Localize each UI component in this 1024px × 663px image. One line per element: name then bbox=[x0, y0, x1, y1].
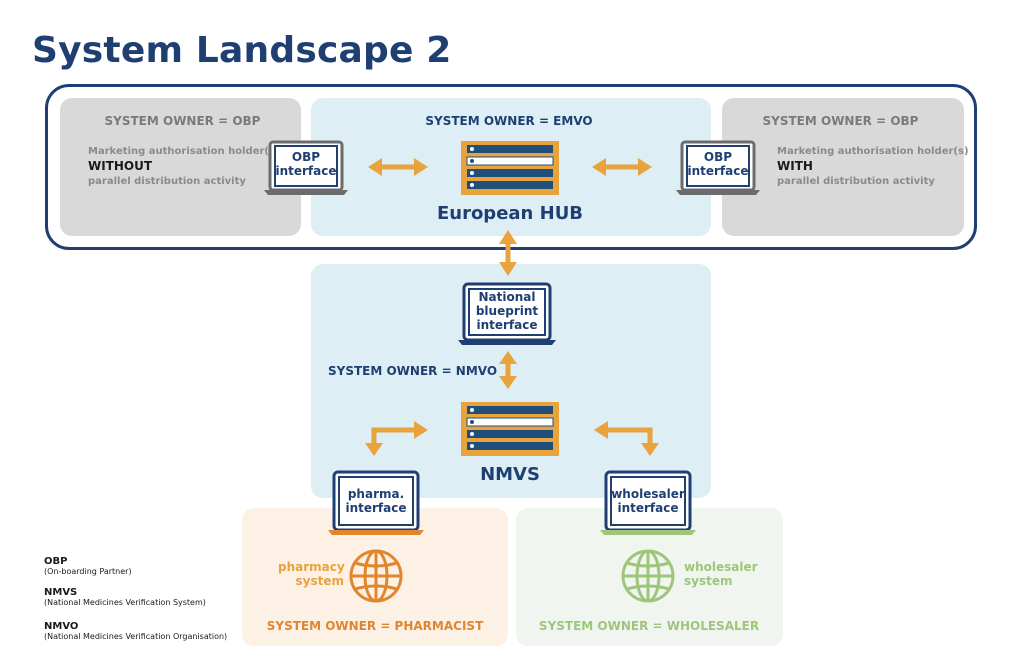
pharma-interface-label: pharma.interface bbox=[345, 487, 407, 515]
panel-obp-without bbox=[60, 98, 301, 236]
laptop-icon bbox=[264, 140, 348, 195]
panel-obp-with bbox=[722, 98, 964, 236]
server-icon bbox=[461, 141, 559, 195]
legend-nmvo-abbr: NMVO bbox=[44, 621, 79, 632]
owner-label-nmvo: SYSTEM OWNER = NMVO bbox=[328, 364, 498, 378]
legend-nmvs-full: (National Medicines Verification System) bbox=[44, 598, 206, 607]
mah-label-right: Marketing authorisation holder(s) bbox=[777, 146, 969, 157]
eu-level-frame bbox=[45, 84, 977, 250]
laptop-icon bbox=[676, 140, 760, 195]
mah-without: WITHOUT bbox=[88, 159, 153, 173]
mah-activity-right: parallel distribution activity bbox=[777, 176, 935, 187]
owner-label-obp-right: SYSTEM OWNER = OBP bbox=[762, 114, 919, 128]
nmvs-label: NMVS bbox=[480, 464, 540, 485]
owner-label-emvo: SYSTEM OWNER = EMVO bbox=[425, 114, 593, 128]
laptop-icon bbox=[458, 282, 556, 345]
mah-activity-left: parallel distribution activity bbox=[88, 176, 246, 187]
owner-label-pharmacist: SYSTEM OWNER = PHARMACIST bbox=[266, 619, 484, 633]
laptop-icon bbox=[600, 470, 696, 535]
mah-with: WITH bbox=[777, 159, 813, 173]
legend-obp-full: (On-boarding Partner) bbox=[44, 567, 132, 576]
mah-label-left: Marketing authorisation holder(s) bbox=[88, 146, 280, 157]
european-hub-label: European HUB bbox=[436, 203, 584, 224]
legend-nmvo-full: (National Medicines Verification Organis… bbox=[44, 632, 228, 641]
server-icon bbox=[461, 402, 559, 456]
owner-label-wholesaler: SYSTEM OWNER = WHOLESALER bbox=[538, 619, 760, 633]
legend-obp-abbr: OBP bbox=[44, 556, 68, 567]
page-title: System Landscape 2 bbox=[32, 30, 452, 71]
globe-icon bbox=[349, 549, 403, 603]
owner-label-obp-left: SYSTEM OWNER = OBP bbox=[104, 114, 261, 128]
laptop-icon bbox=[328, 470, 424, 535]
legend-nmvs-abbr: NMVS bbox=[44, 587, 78, 598]
globe-icon bbox=[621, 549, 675, 603]
